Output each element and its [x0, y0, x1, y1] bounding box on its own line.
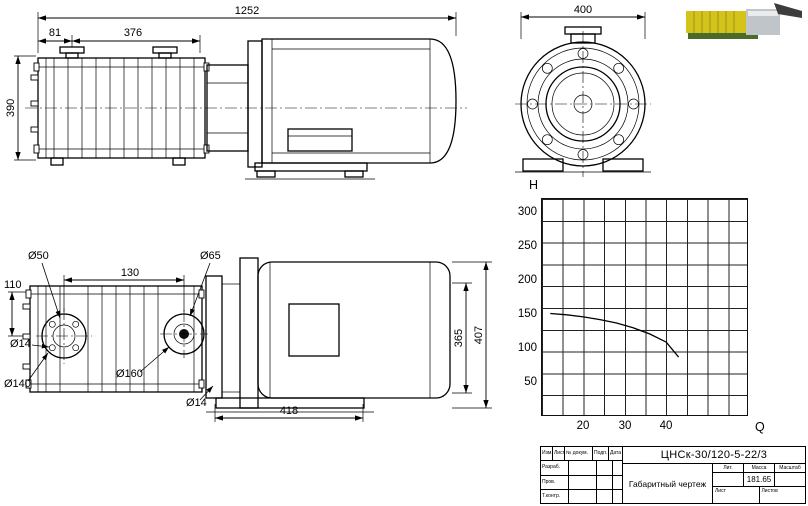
x-tick: 30	[618, 420, 632, 432]
tb-mass-header: Масса	[744, 464, 775, 472]
hq-curve	[550, 312, 680, 358]
tb-lit-header: Лит.	[713, 464, 744, 472]
dim-left-offset: 81	[49, 27, 61, 39]
y-tick: 250	[517, 240, 537, 252]
dim-port-spacing: 130	[121, 267, 139, 279]
base-plate	[215, 397, 365, 409]
hq-chart: H Q 300 250 200 150 100 50 20 30 40	[518, 178, 765, 434]
photo-pump-body	[686, 11, 748, 33]
dim-overall-length: 1252	[235, 5, 259, 17]
photo-arm	[774, 3, 802, 18]
photo-motor-highlight	[748, 11, 778, 16]
tb-header-izm: Изм.	[541, 447, 553, 461]
designation: ЦНСк-30/120-5-22/3	[623, 447, 805, 464]
mass-value: 181.65	[744, 473, 775, 486]
sheets-label: Листов	[761, 488, 778, 494]
motor-outline-2	[206, 261, 451, 413]
y-tick: 300	[517, 206, 537, 218]
front-view: 400	[515, 4, 651, 177]
casing-circles	[520, 41, 646, 167]
side-view: 1252 81 376 390	[5, 5, 467, 180]
doc-name: Габаритный чертеж	[623, 464, 713, 503]
dim-total-height: 407	[473, 326, 485, 344]
y-tick: 100	[517, 342, 537, 354]
dim-flange-left: Ø140	[4, 378, 31, 390]
pump-photo-thumbnail	[686, 3, 802, 39]
dim-motor-height: 365	[453, 329, 465, 347]
terminal-box-2	[288, 303, 340, 357]
support-feet	[515, 158, 651, 173]
tb-row-prov: Пров.	[541, 475, 569, 489]
pump-stage-stack-2	[22, 285, 205, 393]
bracket-and-plate	[205, 257, 259, 409]
pump-foot	[50, 157, 64, 166]
dim-bolt-left: Ø14	[10, 338, 31, 350]
tb-scale-header: Масштаб	[779, 465, 801, 471]
tb-header-list: Лист	[553, 447, 565, 461]
dim-discharge-dia: Ø65	[200, 250, 221, 262]
tb-header-data: Дата	[610, 450, 622, 457]
dim-suction-dia: Ø50	[28, 250, 49, 262]
x-tick: 40	[659, 420, 673, 432]
photo-frame	[688, 31, 758, 39]
tb-header-docnum: № докум.	[565, 447, 593, 461]
dim-width: 400	[574, 4, 592, 16]
port-side-view: Ø50 Ø65 130 110	[4, 250, 492, 422]
title-block-props: Лит. Масса Масштаб 181.65 Лист Листов	[713, 464, 805, 503]
y-tick: 150	[517, 308, 537, 320]
flange-bolts	[527, 48, 639, 160]
y-axis-label: H	[529, 178, 539, 192]
dim-stage-span: 376	[124, 27, 142, 39]
dim-flange-right: Ø160	[116, 368, 143, 380]
y-tick: 200	[517, 274, 537, 286]
discharge-port	[160, 310, 208, 358]
x-axis-label: Q	[755, 420, 765, 434]
title-block-signatures: Изм. Лист № докум. Подп. Дата Разраб. Пр…	[541, 447, 623, 503]
tb-row-tkontr: Т.контр.	[541, 489, 569, 503]
bearing-bracket	[206, 40, 263, 168]
top-port	[564, 26, 602, 44]
photo-ribs	[693, 11, 735, 33]
terminal-box	[287, 128, 353, 152]
tb-row-razrab: Разраб.	[541, 461, 569, 475]
discharge-flange	[152, 46, 178, 54]
title-block: Изм. Лист № докум. Подп. Дата Разраб. Пр…	[540, 446, 806, 504]
suction-flange	[59, 46, 85, 54]
sheet-label: Лист	[713, 487, 760, 503]
pump-foot	[172, 157, 186, 166]
motor-outline	[245, 38, 457, 180]
motor-base	[254, 162, 368, 172]
dim-height: 390	[5, 99, 17, 117]
tb-header-podp: Подп.	[593, 447, 609, 461]
x-tick: 20	[576, 420, 590, 432]
dim-base-length: 418	[280, 405, 298, 417]
y-tick: 50	[524, 376, 537, 388]
dim-bolt-base: Ø14	[186, 397, 207, 409]
dim-port-height: 110	[4, 279, 22, 291]
pump-stage-stack	[30, 46, 210, 166]
suction-port	[36, 308, 92, 364]
